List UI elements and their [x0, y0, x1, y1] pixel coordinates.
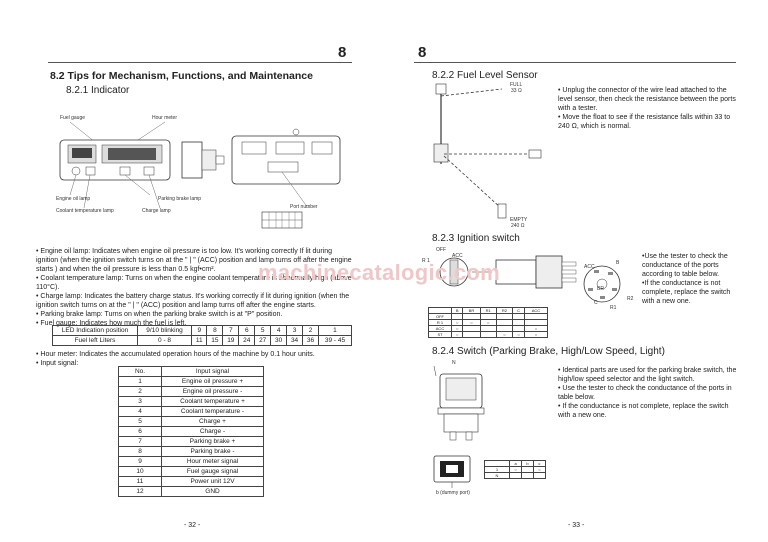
ignition-bullet: •Use the tester to check the conductance… — [642, 253, 728, 278]
fuel-sensor-bullet: • Move the float to see if the resistanc… — [558, 114, 731, 130]
fuel-full-label: FULL — [510, 82, 523, 88]
fuel-sensor-drawing — [433, 83, 542, 219]
ignition-instructions: •Use the tester to check the conductance… — [642, 252, 742, 306]
chapter-number: 8 — [418, 44, 427, 61]
switch-bullet: • Use the tester to check the conductanc… — [558, 385, 732, 401]
table-header-row: B BR R1 R2 C ACC — [428, 307, 549, 314]
label-hour-meter: Hour meter — [152, 115, 178, 121]
header-rule — [48, 62, 352, 63]
table-row: Fuel left Liters 0 - 8 11 15 19 24 27 30… — [52, 335, 353, 346]
indicator-drawing — [59, 121, 341, 209]
ignition-title: 8.2.3 Ignition switch — [432, 233, 520, 244]
label-coolant-temp-lamp: Coolant temperature lamp — [56, 208, 114, 214]
label-engine-oil-lamp: Engine oil lamp — [56, 196, 91, 202]
bullet-coolant-temp-lamp: • Coolant temperature lamp: Turns on whe… — [36, 275, 352, 291]
bullet-charge-lamp: • Charge lamp: Indicates the battery cha… — [36, 293, 350, 309]
fuel-full-value: 33 Ω — [511, 88, 522, 94]
table-header-row: No. Input signal — [118, 366, 264, 377]
switch-n-label: N — [452, 360, 456, 366]
switch-conductance-table: a b c 1○○ N — [484, 460, 547, 479]
table-row: R 1○○○ — [428, 319, 549, 326]
fuel-sensor-title: 8.2.2 Fuel Level Sensor — [432, 70, 538, 81]
ignition-pos-r1: R 1 — [422, 258, 430, 264]
port-label-br: BR — [597, 286, 604, 292]
fuel-empty-value: 240 Ω — [511, 223, 525, 229]
hour-meter-list: • Hour meter: Indicates the accumulated … — [36, 350, 356, 368]
ignition-switch-drawing — [439, 255, 621, 303]
fuel-sensor-bullet: • Unplug the connector of the wire lead … — [558, 87, 736, 112]
label-port-number: Port number — [290, 204, 318, 210]
switch-title: 8.2.4 Switch (Parking Brake, High/Low Sp… — [432, 346, 665, 357]
bullet-parking-brake-lamp: • Parking brake lamp: Turns on when the … — [36, 311, 283, 318]
watermark: machinecatalogic.com — [258, 260, 500, 285]
table-row: N — [484, 472, 547, 479]
switch-bullet: • Identical parts are used for the parki… — [558, 367, 737, 383]
table-row: LED Indication position 9/10 blinking 9 … — [52, 325, 353, 336]
label-parking-brake-lamp: Parking brake lamp — [158, 196, 202, 202]
port-label-acc: ACC — [584, 264, 595, 270]
page-number-right: - 33 - — [568, 522, 585, 529]
switch-instructions: • Identical parts are used for the parki… — [558, 366, 738, 420]
bullet-input-signal: • Input signal: — [36, 360, 79, 367]
subsection-title: 8.2.1 Indicator — [66, 85, 130, 96]
header-rule — [414, 62, 736, 63]
switch-bullet: • If the conductance is not complete, re… — [558, 403, 729, 419]
bullet-hour-meter: • Hour meter: Indicates the accumulated … — [36, 351, 315, 358]
port-connector-drawing — [261, 211, 303, 229]
label-fuel-gauge: Fuel gauge — [60, 115, 86, 121]
port-label-b: B — [616, 260, 620, 266]
table-row: OFF — [428, 313, 549, 320]
led-indication-table: LED Indication position 9/10 blinking 9 … — [52, 325, 353, 346]
ignition-pos-acc: ACC — [452, 253, 463, 259]
switch-dummy-label: b (dummy port) — [436, 490, 470, 496]
right-page: 8 8.2.2 Fuel Level Sensor FULL 33 Ω EMPT… — [384, 0, 768, 542]
table-row: ST○○○○ — [428, 331, 549, 338]
indicator-description-list: • Engine oil lamp: Indicates when engine… — [36, 247, 356, 328]
left-page: 8 8.2 Tips for Mechanism, Functions, and… — [36, 44, 356, 529]
bullet-engine-oil-lamp: • Engine oil lamp: Indicates when engine… — [36, 248, 352, 273]
port-label-c: C — [594, 300, 598, 306]
port-label-r1: R1 — [610, 305, 617, 311]
rocker-switch-drawing — [433, 365, 485, 488]
bullet-fuel-gauge: • Fuel gauge: Indicates how much the fue… — [36, 320, 187, 327]
chapter-number: 8 — [338, 44, 347, 61]
section-title: 8.2 Tips for Mechanism, Functions, and M… — [50, 70, 313, 82]
ignition-conductance-table: B BR R1 R2 C ACC OFF R 1○○○ ACC○○ ST○○○○ — [428, 307, 549, 338]
fuel-empty-label: EMPTY — [510, 217, 528, 223]
port-label-r2: R2 — [627, 296, 634, 302]
label-charge-lamp: Charge lamp — [142, 208, 171, 214]
ignition-pos-off: OFF — [436, 247, 446, 253]
fuel-sensor-instructions: • Unplug the connector of the wire lead … — [558, 86, 738, 131]
page-number-left: - 32 - — [184, 522, 201, 529]
ignition-bullet: •If the conductance is not complete, rep… — [642, 280, 731, 305]
